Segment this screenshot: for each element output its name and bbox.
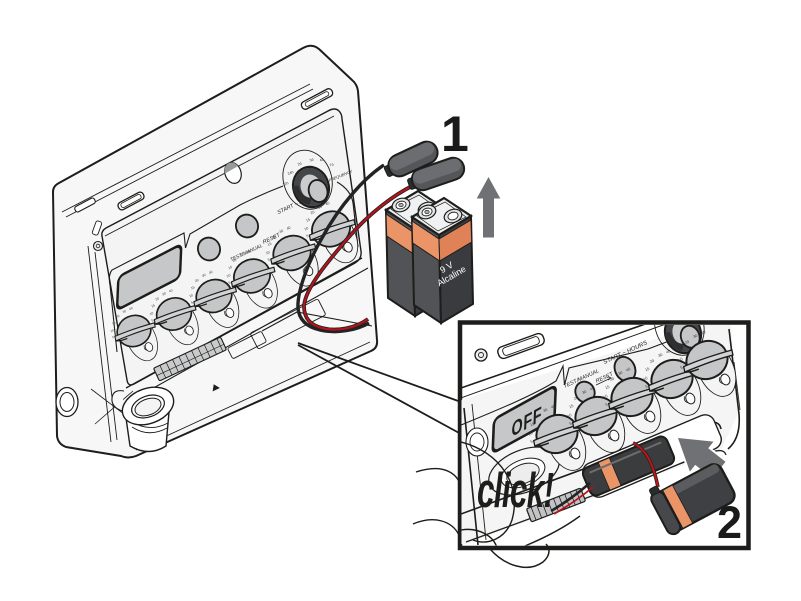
svg-text:1: 1	[441, 106, 469, 162]
svg-text:10: 10	[188, 293, 193, 298]
svg-text:30: 30	[239, 252, 244, 257]
svg-text:30: 30	[122, 309, 127, 314]
svg-text:click!: click!	[477, 463, 553, 518]
svg-text:15: 15	[228, 265, 233, 270]
svg-text:40: 40	[208, 270, 213, 275]
svg-text:20: 20	[649, 357, 656, 364]
svg-text:15: 15	[568, 403, 575, 410]
svg-text:2d: 2d	[297, 161, 302, 166]
svg-text:20: 20	[271, 234, 276, 239]
svg-text:5: 5	[679, 364, 684, 370]
svg-text:5: 5	[111, 335, 114, 339]
svg-text:15: 15	[111, 321, 116, 326]
svg-text:15: 15	[644, 366, 651, 373]
svg-text:20: 20	[115, 314, 120, 319]
svg-text:5: 5	[190, 300, 193, 304]
svg-text:2: 2	[717, 497, 742, 548]
svg-text:30: 30	[201, 273, 206, 278]
svg-text:40: 40	[700, 329, 707, 336]
svg-text:20: 20	[232, 258, 237, 263]
svg-text:30: 30	[279, 229, 284, 234]
svg-text:5: 5	[644, 383, 649, 389]
svg-text:40: 40	[625, 366, 632, 373]
svg-text:3d: 3d	[309, 157, 314, 162]
svg-text:30: 30	[542, 406, 549, 413]
svg-text:20: 20	[310, 210, 315, 215]
svg-text:15: 15	[604, 384, 611, 391]
svg-text:24h: 24h	[287, 170, 294, 176]
svg-text:20: 20	[684, 338, 691, 345]
svg-text:15: 15	[305, 218, 310, 223]
svg-text:40: 40	[128, 306, 133, 311]
svg-text:40: 40	[325, 201, 330, 206]
svg-text:10: 10	[226, 273, 231, 278]
svg-text:40: 40	[550, 403, 557, 410]
svg-text:20: 20	[155, 296, 160, 301]
svg-text:20: 20	[573, 394, 580, 401]
svg-text:15: 15	[151, 303, 156, 308]
svg-text:5: 5	[604, 401, 609, 407]
svg-text:40: 40	[589, 385, 596, 392]
svg-text:20: 20	[194, 278, 199, 283]
svg-text:10: 10	[527, 430, 534, 437]
svg-text:20: 20	[534, 412, 541, 419]
svg-text:5: 5	[267, 258, 270, 262]
svg-text:5: 5	[529, 438, 534, 444]
svg-text:30: 30	[581, 388, 588, 395]
svg-text:4d: 4d	[319, 157, 324, 162]
svg-text:10: 10	[149, 311, 154, 316]
svg-text:10: 10	[110, 328, 115, 333]
svg-text:20: 20	[609, 375, 616, 382]
svg-text:15: 15	[267, 242, 272, 247]
svg-text:10: 10	[265, 250, 270, 255]
svg-text:10: 10	[602, 393, 609, 400]
svg-text:30: 30	[317, 204, 322, 209]
svg-text:40: 40	[168, 288, 173, 293]
svg-text:10: 10	[566, 412, 573, 419]
svg-text:40: 40	[665, 348, 672, 355]
svg-text:40: 40	[286, 226, 291, 231]
svg-text:15: 15	[190, 285, 195, 290]
svg-text:15: 15	[529, 421, 536, 428]
svg-text:5: 5	[306, 234, 309, 238]
svg-text:30: 30	[617, 369, 624, 376]
svg-text:30: 30	[162, 291, 167, 296]
svg-text:10: 10	[642, 375, 649, 382]
svg-text:15: 15	[679, 347, 686, 354]
svg-text:5: 5	[151, 318, 154, 322]
svg-text:30: 30	[692, 332, 699, 339]
svg-text:7d: 7d	[329, 162, 334, 167]
svg-text:10: 10	[677, 356, 684, 363]
svg-text:30: 30	[657, 351, 664, 358]
svg-text:10: 10	[304, 226, 309, 231]
svg-text:5: 5	[228, 281, 231, 285]
svg-text:40: 40	[246, 249, 251, 254]
svg-text:12h: 12h	[282, 181, 289, 187]
svg-text:5: 5	[568, 420, 573, 426]
